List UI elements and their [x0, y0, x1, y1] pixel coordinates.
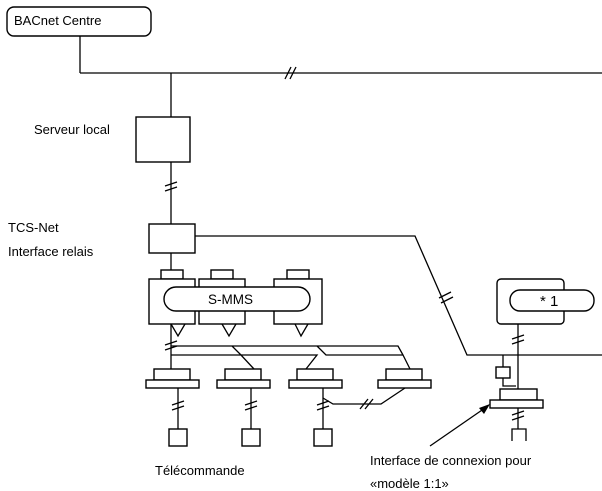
smms-label: S-MMS: [208, 292, 253, 307]
indoor-unit-1-base: [145, 379, 200, 389]
one-to-one-remote-bracket: [511, 428, 527, 441]
indoor-unit-3-base: [288, 379, 343, 389]
indoor-unit-4: [385, 368, 423, 381]
unit-3-to-4-link: [322, 387, 406, 405]
unit-link-break-mark: [359, 398, 374, 410]
indoor-unit-3: [296, 368, 334, 381]
smms-pill: [163, 286, 311, 312]
remote-control-2: [241, 428, 261, 447]
indoor-unit-2: [224, 368, 262, 381]
star-one-pill: [509, 289, 595, 312]
star-one-break-mark: [511, 334, 525, 345]
bacnet-centre-label: BACnet Centre: [14, 13, 101, 28]
remote-control-3: [313, 428, 333, 447]
interface-connexion-label-line2: «modèle 1:1»: [370, 476, 449, 491]
serveur-local-box: [135, 116, 191, 163]
one-to-one-unit: [499, 388, 538, 401]
connection-adapter: [495, 366, 511, 379]
one-to-one-break-mark: [511, 410, 525, 421]
remote-control-1: [168, 428, 188, 447]
star-one-label: * 1: [540, 293, 558, 310]
indoor-unit-1: [153, 368, 191, 381]
smms-crossover-lines: [170, 323, 309, 338]
one-to-one-unit-base: [489, 399, 544, 409]
indoor-bus-lower: [171, 354, 319, 370]
right-line-break-mark: [438, 291, 454, 304]
remote-link-1-break: [171, 400, 185, 411]
smms-unit-3-top: [286, 269, 310, 280]
relay-right-line: [195, 235, 602, 356]
interface-connexion-label-line1: Interface de connexion pour: [370, 453, 532, 468]
annotation-arrow-line: [429, 407, 486, 447]
smms-unit-1-top: [160, 269, 184, 280]
server-link-break-mark: [164, 181, 178, 192]
remote-link-2-break: [244, 400, 258, 411]
interface-relais-label: Interface relais: [8, 244, 94, 259]
bus-break-mark: [284, 66, 297, 80]
telecommande-label: Télécommande: [155, 463, 245, 478]
relay-interface-box: [148, 223, 196, 254]
bacnet-centre-box: [6, 6, 152, 37]
tcs-net-label: TCS-Net: [8, 220, 59, 235]
indoor-unit-4-base: [377, 379, 432, 389]
serveur-local-label: Serveur local: [34, 122, 110, 137]
adapter-to-unit-line: [502, 355, 519, 389]
smms-unit-2-top: [210, 269, 234, 280]
indoor-unit-2-base: [216, 379, 271, 389]
smms-link-break-mark: [164, 340, 178, 351]
annotation-arrowhead: [479, 404, 490, 414]
indoor-bus-upper: [171, 345, 411, 370]
remote-link-3-break: [316, 400, 330, 411]
